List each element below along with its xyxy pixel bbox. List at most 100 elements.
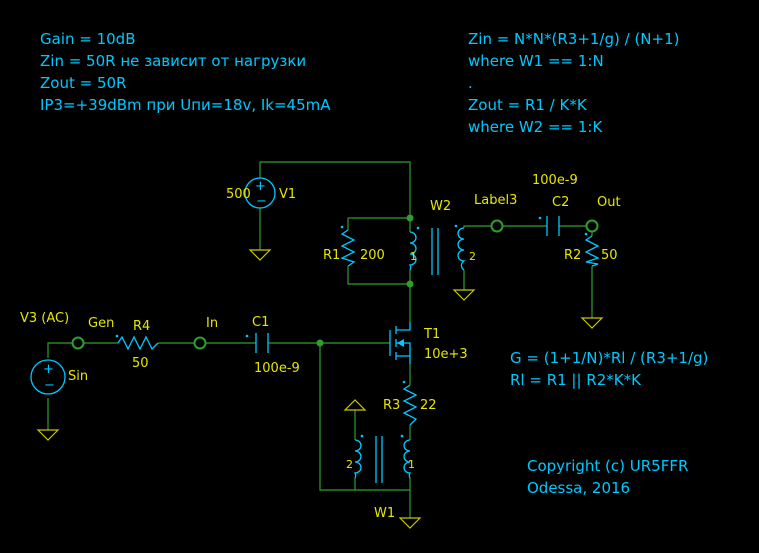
note-w2-ratio: where W2 == 1:K — [468, 118, 603, 136]
v1-minus-icon: − — [256, 194, 267, 209]
r2-dot — [584, 232, 588, 236]
pad-out — [585, 219, 599, 233]
w2-name: W2 — [430, 199, 451, 214]
gain-formula: G = (1+1/N)*Rl / (R3+1/g) Rl = R1 || R2*… — [510, 349, 708, 389]
capacitor-c2: 100e-9 C2 — [532, 173, 578, 236]
w2-primary-coil — [408, 231, 417, 271]
w1-pin1: 1 — [408, 458, 415, 471]
ground-w1-icon — [398, 517, 422, 529]
w1-pin2: 2 — [346, 458, 353, 471]
note-zout: Zout = 50R — [40, 74, 126, 92]
r1-name: R1 — [323, 248, 340, 263]
note-zout-formula: Zout = R1 / K*K — [468, 96, 588, 114]
ground-v3-icon — [36, 429, 60, 441]
r3-value: 22 — [420, 398, 437, 413]
v1-plus-icon: + — [255, 179, 266, 194]
w2-pin1: 1 — [410, 250, 417, 263]
v1-name: V1 — [279, 187, 296, 202]
ground-r2-icon — [580, 317, 604, 329]
r1-value: 200 — [360, 248, 385, 263]
v3-symbol — [30, 359, 66, 395]
c2-name: C2 — [552, 195, 569, 210]
c1-dot — [245, 334, 249, 338]
r4-value: 50 — [132, 356, 149, 371]
ground-v1-icon — [248, 249, 272, 261]
r1-dot — [340, 225, 344, 229]
transistor-t1: T1 10e+3 — [389, 322, 468, 364]
r1-symbol — [340, 229, 356, 267]
pad-gen — [71, 336, 85, 350]
note-ip3: IP3=+39dBm при Uпи=18v, Ik=45mA — [40, 96, 331, 114]
grounds — [36, 249, 604, 529]
source-v1: + − 500 V1 — [226, 177, 296, 209]
w2-dot-primary — [416, 226, 420, 230]
wires — [47, 161, 593, 518]
copyright-city: Odessa, 2016 — [527, 479, 630, 497]
c1-value: 100e-9 — [254, 361, 300, 376]
r3-symbol — [402, 384, 418, 426]
formula-gain: G = (1+1/N)*Rl / (R3+1/g) — [510, 349, 708, 367]
resistor-r3: R3 22 — [383, 380, 437, 426]
source-v3: + − V3 (AC) Sin — [20, 311, 88, 395]
w2-dot-secondary — [454, 224, 458, 228]
wire-label3 — [463, 225, 497, 228]
t1-source-lead — [396, 355, 411, 364]
capacitor-c1: C1 100e-9 — [245, 315, 300, 376]
notes-right: Zin = N*N*(R3+1/g) / (N+1) where W1 == 1… — [468, 30, 679, 136]
formula-rl: Rl = R1 || R2*K*K — [510, 371, 642, 389]
w1-dot-1 — [400, 434, 404, 438]
note-w1-ratio: where W1 == 1:N — [468, 52, 604, 70]
r4-name: R4 — [133, 319, 150, 334]
v3-plus-icon: + — [43, 362, 54, 377]
wire-v3 — [47, 342, 78, 358]
t1-arrow-icon — [397, 339, 404, 347]
wire-supply — [259, 161, 411, 218]
w1-coil-2 — [353, 439, 362, 479]
transformer-w2: W2 1 2 — [408, 199, 476, 275]
r2-name: R2 — [564, 248, 581, 263]
t1-value: 10e+3 — [424, 347, 468, 362]
c2-value: 100e-9 — [532, 173, 578, 188]
pad-label3 — [490, 219, 504, 233]
v3-name: V3 (AC) — [20, 311, 69, 326]
w2-pin2: 2 — [469, 250, 476, 263]
v1-value: 500 — [226, 187, 251, 202]
t1-drain-lead — [396, 322, 411, 331]
supply-w1-icon — [343, 399, 367, 411]
r2-value: 50 — [601, 248, 618, 263]
resistor-r2: R2 50 — [564, 232, 618, 267]
notes-left: Gain = 10dB Zin = 50R не зависит от нагр… — [40, 30, 331, 114]
v3-value: Sin — [68, 369, 88, 384]
note-gain: Gain = 10dB — [40, 30, 136, 48]
r3-dot — [402, 380, 406, 384]
v3-minus-icon: − — [44, 378, 55, 393]
junction-w2-top — [406, 214, 414, 222]
w1-name: W1 — [374, 506, 395, 521]
w1-dot-2 — [360, 434, 364, 438]
r3-name: R3 — [383, 398, 400, 413]
transformer-w1: 2 1 W1 — [346, 434, 415, 521]
ground-w2-icon — [452, 289, 476, 301]
note-dot: . — [468, 74, 473, 92]
label-label3: Label3 — [474, 193, 517, 208]
junction-w2-bottom — [406, 280, 414, 288]
label-in: In — [206, 316, 218, 331]
w1-coil-1 — [403, 439, 412, 479]
label-out: Out — [597, 195, 621, 210]
net-labels: Gen In Label3 Out — [71, 193, 621, 350]
junction-gate — [316, 339, 324, 347]
resistor-r1: R1 200 — [323, 225, 385, 267]
resistor-r4: R4 50 — [115, 319, 159, 371]
r4-symbol — [117, 335, 159, 351]
label-gen: Gen — [88, 316, 114, 331]
c2-dot — [538, 216, 542, 220]
t1-name: T1 — [423, 327, 440, 342]
c1-name: C1 — [252, 315, 269, 330]
v1-symbol — [244, 177, 276, 209]
copyright-line: Copyright (c) UR5FFR — [527, 457, 688, 475]
r2-symbol — [584, 235, 600, 267]
w2-secondary-coil — [457, 227, 467, 271]
wire-r1-bottom — [347, 266, 410, 285]
note-zin: Zin = 50R не зависит от нагрузки — [40, 52, 306, 70]
